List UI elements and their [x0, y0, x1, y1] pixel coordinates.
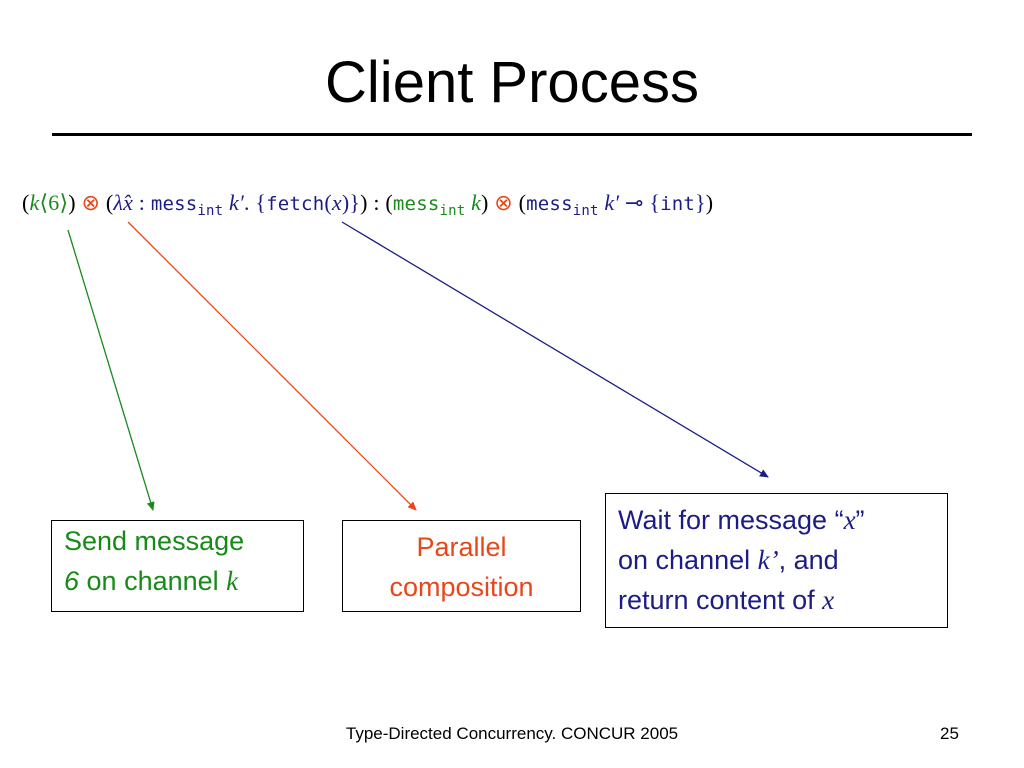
- formula-tensor-operator: ⊗: [494, 190, 513, 215]
- formula-fetch: fetch: [266, 193, 325, 215]
- title-divider: [52, 133, 972, 136]
- formula-kprime: k′: [604, 190, 620, 215]
- formula-paren: (: [385, 190, 393, 215]
- formula-typing-colon: :: [373, 190, 386, 215]
- formula-int-sub: int: [197, 203, 224, 219]
- parallel-line2: composition: [389, 572, 534, 602]
- formula-mess: mess: [392, 193, 440, 215]
- formula-fetch-paren: ): [341, 190, 350, 215]
- formula-dot: .: [243, 190, 256, 215]
- formula-angle-open: ⟨: [39, 190, 49, 215]
- formula-lollipop: ⊸: [625, 190, 644, 215]
- formula-fetch-paren: (: [324, 190, 332, 215]
- send-message-box: Send message 6 on channel k: [51, 520, 304, 612]
- formula-brace-close: }: [695, 190, 706, 215]
- formula-kprime: k′: [228, 190, 244, 215]
- arrow-wait: [341, 221, 769, 478]
- send-line2: 6 on channel k: [64, 561, 303, 601]
- wait-line1-pre: Wait for message “: [618, 505, 844, 535]
- formula-x: x: [123, 190, 134, 215]
- wait-line2-k: k’: [757, 545, 779, 575]
- formula-brace-open: {: [255, 190, 267, 215]
- wait-line2: on channel k’, and: [618, 540, 947, 580]
- wait-line1: Wait for message “x”: [618, 500, 947, 540]
- footer-text: Type-Directed Concurrency. CONCUR 2005: [345, 724, 679, 743]
- formula-fetch-x: x: [331, 190, 342, 215]
- formula-int-sub: int: [439, 203, 466, 219]
- formula-int-sub: int: [572, 203, 599, 219]
- send-six: 6: [64, 566, 80, 596]
- wait-line3-x: x: [822, 585, 835, 615]
- send-line1: Send message: [64, 526, 245, 556]
- wait-line1-post: ”: [855, 505, 865, 535]
- parallel-line1: Parallel: [416, 532, 507, 562]
- wait-line3-pre: return content of: [618, 585, 823, 615]
- formula-mess: mess: [526, 193, 573, 215]
- arrow-parallel: [127, 221, 417, 511]
- formula-k: k: [471, 190, 482, 215]
- formula-brace-close: }: [349, 190, 361, 215]
- slide-title: Client Process: [325, 50, 699, 115]
- formula-k: k: [29, 190, 40, 215]
- send-k: k: [226, 566, 239, 596]
- parallel-composition-box: Parallel composition: [342, 520, 581, 612]
- wait-for-message-box: Wait for message “x” on channel k’, and …: [605, 493, 948, 628]
- wait-line3: return content of x: [618, 580, 947, 620]
- formula-paren: ): [705, 190, 714, 215]
- page-number: 25: [940, 724, 959, 743]
- formula-mess: mess: [150, 193, 198, 215]
- formula-lambda: λ̂: [113, 190, 124, 215]
- formula-paren: ): [68, 190, 76, 215]
- arrow-send: [67, 229, 155, 511]
- formula-six: 6: [48, 190, 60, 215]
- formula-colon: :: [133, 190, 151, 215]
- formula-tensor-operator: ⊗: [81, 190, 101, 215]
- wait-line1-x: x: [843, 505, 856, 535]
- formula-int-type: int: [660, 193, 696, 215]
- formula-paren: (: [22, 190, 30, 215]
- wait-line2-pre: on channel: [618, 545, 758, 575]
- formula-paren: (: [518, 190, 527, 215]
- formula-brace-open: {: [649, 190, 661, 215]
- formula-paren: ): [360, 190, 368, 215]
- formula-paren: (: [105, 190, 114, 215]
- formula-paren: ): [481, 190, 489, 215]
- type-formula: (k⟨6⟩) ⊗ (λ̂x : messint k′. {fetch(x)}) …: [22, 186, 713, 228]
- send-on-channel: on channel: [79, 566, 227, 596]
- wait-line2-post: , and: [778, 545, 839, 575]
- formula-angle-close: ⟩: [59, 190, 69, 215]
